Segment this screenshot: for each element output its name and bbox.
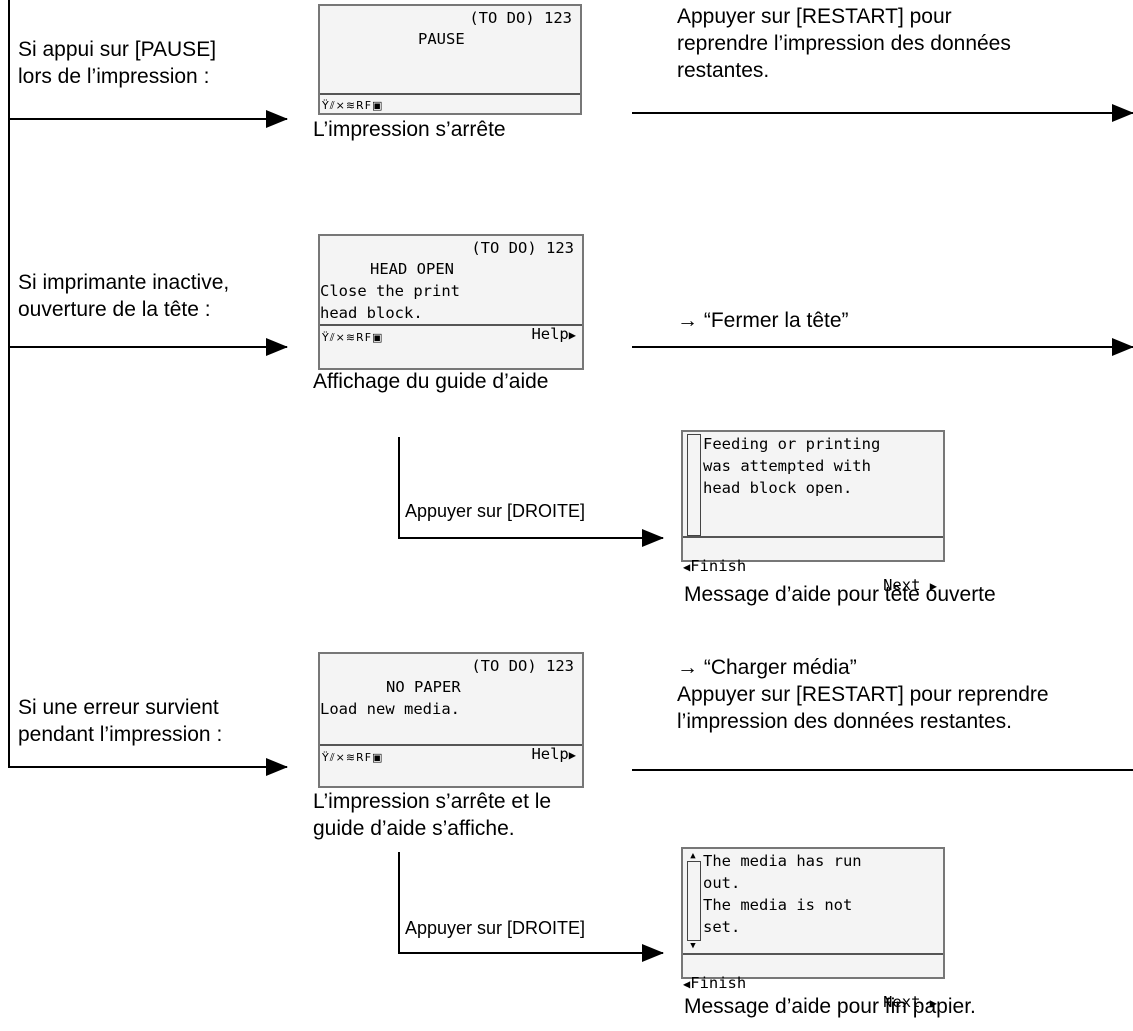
pause-condition-label: Si appui sur [PAUSE] lors de l’impressio… [18,38,217,88]
left-triangle-icon: ◀ [683,560,691,574]
head-open-caption: Affichage du guide d’aide [313,370,549,393]
help1-line3: head block open. [703,479,853,497]
help2-line3: The media is not [703,896,853,914]
head-open-condition-label: Si imprimante inactive, ouverture de la … [18,271,230,321]
help2-nav: ◀Finish Next ▶ [683,955,943,1031]
no-paper-display-separator [320,744,582,746]
pause-display-line1: (TO DO) 123 [469,9,572,27]
help2-line1: The media has run [703,852,862,870]
droite-arrow-2 [398,852,664,962]
right-triangle-icon: ▶ [568,748,576,762]
no-paper-display-line2: NO PAPER [386,678,461,696]
next-label: Next [883,993,921,1011]
error-condition-label: Si une erreur survient pendant l’impress… [18,696,223,746]
head-open-help-display: Feeding or printing was attempted with h… [681,430,945,594]
scroll-down-arrow-icon[interactable]: ▼ [690,941,696,951]
scroll-up-arrow-icon[interactable]: ▲ [690,851,696,861]
help-softkey: Help▶ [531,745,576,765]
status-icons: Ÿ⫽⨯≋RF▣ [322,751,384,764]
droite-key-label: Appuyer sur [DROITE] [405,918,586,938]
no-paper-display-line3: Load new media. [320,700,460,718]
help1-nav: ◀Finish Next ▶ [683,538,943,614]
head-open-display-line4: head block. [320,304,423,322]
no-paper-caption: L’impression s’arrête et le guide d’aide… [313,790,552,840]
help-label: Help [531,745,569,763]
head-open-help-caption: Message d’aide pour tête ouverte [684,583,996,606]
droite-key-label: Appuyer sur [DROITE] [405,501,586,521]
help-softkey: Help▶ [531,325,576,345]
close-head-action-text: → “Fermer la tête” [677,309,849,332]
left-triangle-icon: ◀ [683,977,691,991]
pause-caption: L’impression s’arrête [313,118,506,141]
help2-line4: set. [703,918,741,936]
restart-action-text: Appuyer sur [RESTART] pour reprendre l’i… [677,5,1011,82]
head-open-display-line1: (TO DO) 123 [471,239,574,257]
next-label: Next [883,576,921,594]
pause-display: (TO DO) 123 PAUSE Ÿ⫽⨯≋RF▣ [318,4,582,115]
finish-label: Finish [690,557,747,575]
scrollbar [687,434,701,536]
pause-display-line2: PAUSE [418,30,465,48]
droite-arrow-1 [398,437,664,547]
right-triangle-icon: ▶ [568,328,576,342]
right-triangle-icon: ▶ [929,579,937,593]
load-media-action-text: → “Charger média” Appuyer sur [RESTART] … [677,656,1049,733]
help1-line2: was attempted with [703,457,871,475]
status-icons: Ÿ⫽⨯≋RF▣ [322,99,384,112]
head-open-display-separator [320,324,582,326]
no-paper-help-caption: Message d’aide pour fin papier. [684,995,976,1018]
help1-separator [683,536,943,538]
finish-label: Finish [690,974,747,992]
status-icons: Ÿ⫽⨯≋RF▣ [322,331,384,344]
help2-separator [683,953,943,955]
pause-display-separator [320,93,580,95]
head-open-display-line3: Close the print [320,282,460,300]
right-triangle-icon: ▶ [929,996,937,1010]
no-paper-help-display: ▲ ▼ The media has run out. The media is … [681,847,945,1011]
no-paper-display-line1: (TO DO) 123 [471,657,574,675]
head-open-display: (TO DO) 123 HEAD OPEN Close the print he… [318,234,584,370]
help1-line1: Feeding or printing [703,435,881,453]
no-paper-display: (TO DO) 123 NO PAPER Load new media. Ÿ⫽⨯… [318,652,584,788]
help2-line2: out. [703,874,741,892]
help-label: Help [531,325,569,343]
head-open-display-line2: HEAD OPEN [370,260,454,278]
scrollbar [687,861,701,941]
